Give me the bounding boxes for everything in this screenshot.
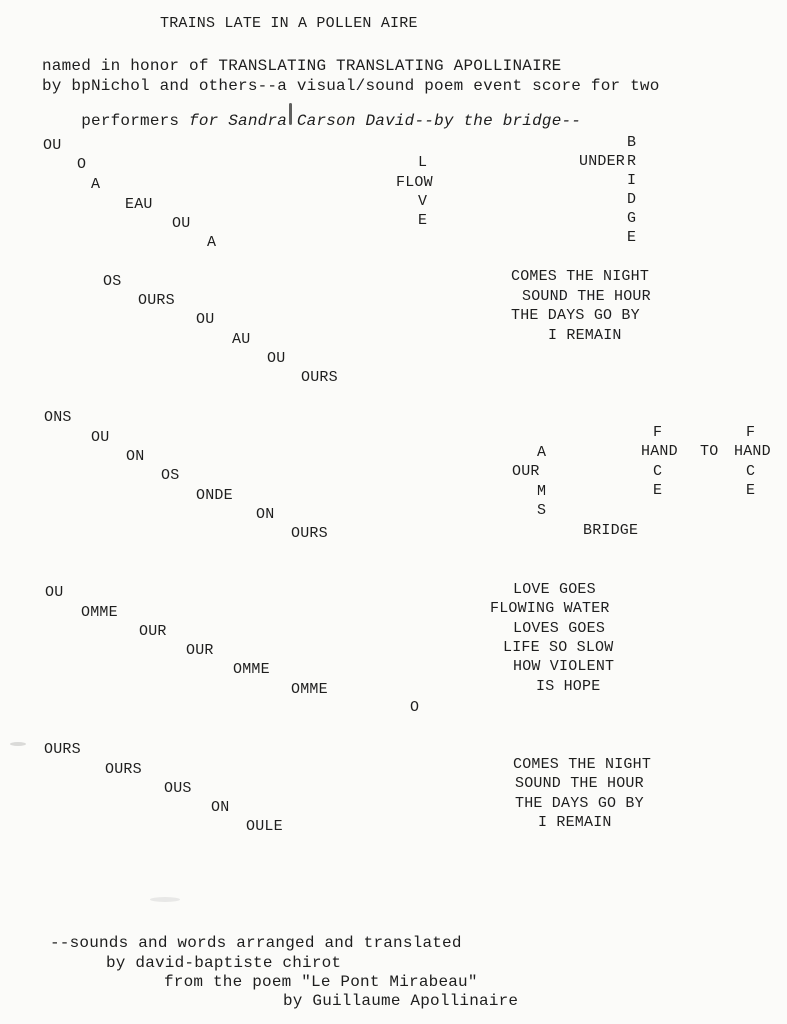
vowel-word: OULE [246, 818, 283, 835]
scan-speck [289, 103, 292, 125]
hand-word: HAND [641, 443, 678, 460]
bridge-letter: R [627, 153, 637, 170]
face-letter: C [746, 463, 756, 480]
bridge-letter: D [627, 191, 637, 208]
intro-line-3-plain: performers [81, 112, 190, 130]
vowel-word: O [77, 156, 87, 173]
love-line: IS HOPE [536, 678, 601, 695]
vowel-word: OUS [164, 780, 192, 797]
scan-speck [10, 742, 26, 746]
vowel-word: OU [267, 350, 286, 367]
intro-line-3: performers for Sandra Carson David--by t… [42, 97, 581, 145]
vowel-word: OS [103, 273, 122, 290]
arms-letter: M [537, 483, 547, 500]
vowel-word: EAU [125, 196, 153, 213]
refrain-line: I REMAIN [538, 814, 612, 831]
vowel-word: ONS [44, 409, 72, 426]
love-line: FLOWING WATER [490, 600, 610, 617]
flow-word: FLOW [396, 174, 433, 191]
bridge-letter: I [627, 172, 637, 189]
vowel-word: OU [91, 429, 110, 446]
vowel-word: ONDE [196, 487, 233, 504]
love-line: LOVE GOES [513, 581, 596, 598]
vowel-word: OMME [233, 661, 270, 678]
credit-line: --sounds and words arranged and translat… [50, 934, 462, 952]
face-letter: C [653, 463, 663, 480]
vowel-word: OURS [105, 761, 142, 778]
vowel-word: OS [161, 467, 180, 484]
vowel-word: OMME [81, 604, 118, 621]
vowel-word: OUR [139, 623, 167, 640]
vowel-word: ON [256, 506, 275, 523]
face-letter: F [653, 424, 663, 441]
love-line: LIFE SO SLOW [503, 639, 614, 656]
vowel-word: OURS [138, 292, 175, 309]
under-word: UNDER [579, 153, 626, 170]
arms-letter: S [537, 502, 547, 519]
refrain-line: SOUND THE HOUR [515, 775, 644, 792]
vowel-word: AU [232, 331, 251, 348]
poem-title: TRAINS LATE IN A POLLEN AIRE [160, 15, 418, 32]
face-letter: E [653, 482, 663, 499]
vowel-word: OUR [186, 642, 214, 659]
arms-our: OUR [512, 463, 540, 480]
vowel-word: OU [196, 311, 215, 328]
credit-line: from the poem "Le Pont Mirabeau" [164, 973, 478, 991]
refrain-line: THE DAYS GO BY [511, 307, 640, 324]
love-line: HOW VIOLENT [513, 658, 615, 675]
vowel-word: ON [211, 799, 230, 816]
vowel-word: OURS [301, 369, 338, 386]
refrain-line: I REMAIN [548, 327, 622, 344]
intro-line-2: by bpNichol and others--a visual/sound p… [42, 77, 660, 95]
arms-letter: A [537, 444, 547, 461]
credit-line: by david-baptiste chirot [106, 954, 342, 972]
vowel-word: ON [126, 448, 145, 465]
hand-word: HAND [734, 443, 771, 460]
vowel-word: OU [43, 137, 62, 154]
vowel-word: A [207, 234, 217, 251]
to-word: TO [700, 443, 719, 460]
intro-line-1: named in honor of TRANSLATING TRANSLATIN… [42, 57, 562, 75]
vowel-word: OURS [44, 741, 81, 758]
vowel-word: OU [45, 584, 64, 601]
scan-speck [150, 897, 180, 902]
vowel-word: OURS [291, 525, 328, 542]
intro-line-3-dedication: for Sandra Carson David--by the bridge-- [189, 112, 582, 130]
flow-letter: V [418, 193, 428, 210]
vowel-word: A [91, 176, 101, 193]
bridge-word: BRIDGE [583, 522, 639, 539]
face-letter: E [746, 482, 756, 499]
credit-line: by Guillaume Apollinaire [283, 992, 519, 1010]
bridge-letter: B [627, 134, 637, 151]
flow-letter: E [418, 212, 428, 229]
vowel-word: OU [172, 215, 191, 232]
face-letter: F [746, 424, 756, 441]
bridge-letter: E [627, 229, 637, 246]
refrain-line: THE DAYS GO BY [515, 795, 644, 812]
refrain-line: SOUND THE HOUR [522, 288, 651, 305]
refrain-line: COMES THE NIGHT [513, 756, 652, 773]
flow-letter: L [418, 154, 428, 171]
bridge-letter: G [627, 210, 637, 227]
lone-o: O [410, 699, 420, 716]
refrain-line: COMES THE NIGHT [511, 268, 650, 285]
love-line: LOVES GOES [513, 620, 606, 637]
vowel-word: OMME [291, 681, 328, 698]
